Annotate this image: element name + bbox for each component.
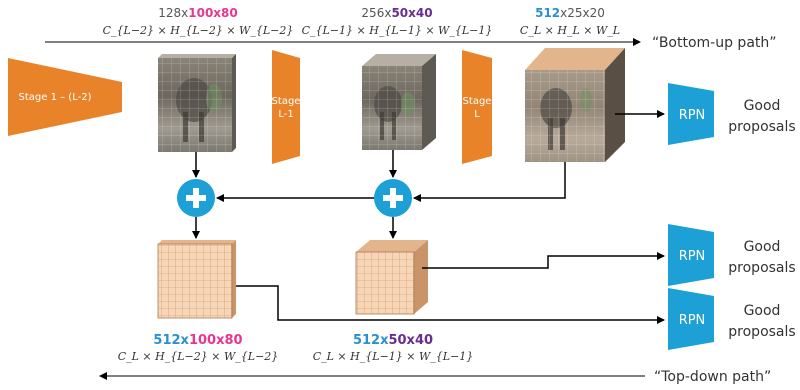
output-1-line1: Good	[744, 98, 781, 114]
stage-3-label-line1: Stage	[463, 96, 492, 107]
header-formula-3: C_L × H_L × W_L	[520, 24, 620, 37]
top-down-label: “Top-down path”	[654, 369, 771, 385]
rpn-block-2: RPN	[668, 224, 714, 286]
bottom-dim-1: 512x100x80	[153, 333, 242, 348]
stage-1-block: Stage 1 – (L-2)	[8, 58, 122, 136]
bottom-up-label: “Bottom-up path”	[652, 35, 777, 51]
stage-2-block: Stage L-1	[272, 50, 301, 164]
feature-map-3	[525, 48, 625, 162]
header-dim-2: 256x50x40	[361, 6, 432, 20]
bottom-dim-2: 512x50x40	[353, 333, 433, 348]
bottom-formula-1: C_L × H_{L−2} × W_{L−2}	[118, 350, 279, 363]
stage-3-block: Stage L	[462, 50, 492, 164]
rpn-block-1: RPN	[668, 83, 714, 145]
map5-to-rpn2-arrow	[422, 252, 665, 269]
header-formula-2: C_{L−1} × H_{L−1} × W_{L−1}	[302, 24, 493, 37]
rpn-label-3: RPN	[679, 313, 706, 328]
header-formula-1: C_{L−2} × H_{L−2} × W_{L−2}	[103, 24, 294, 37]
rpn-label-2: RPN	[679, 249, 706, 264]
stage-2-label-line1: Stage	[272, 96, 301, 107]
output-1-line2: proposals	[728, 119, 795, 135]
output-2-line1: Good	[744, 239, 781, 255]
output-2-line2: proposals	[728, 260, 795, 276]
feature-map-5	[355, 240, 428, 315]
feature-map-2	[362, 54, 436, 150]
stage-2-label-line2: L-1	[278, 109, 293, 120]
feature-map-1	[158, 54, 236, 152]
plus-node-1	[177, 179, 215, 217]
feature-map-4	[157, 240, 236, 319]
output-3-line1: Good	[744, 303, 781, 319]
map4-to-rpn3-arrow	[236, 285, 665, 324]
map3-to-plus2-arrow	[413, 162, 566, 202]
plus-node-2	[374, 179, 412, 217]
output-3-line2: proposals	[728, 324, 795, 340]
rpn-block-3: RPN	[668, 288, 714, 350]
stage-1-label: Stage 1 – (L-2)	[19, 92, 92, 103]
header-dim-3: 512x25x20	[535, 6, 605, 20]
rpn-label-1: RPN	[679, 108, 706, 123]
header-dim-1: 128x100x80	[158, 6, 238, 20]
stage-3-label-line2: L	[474, 109, 480, 120]
bottom-formula-2: C_L × H_{L−1} × W_{L−1}	[313, 350, 474, 363]
